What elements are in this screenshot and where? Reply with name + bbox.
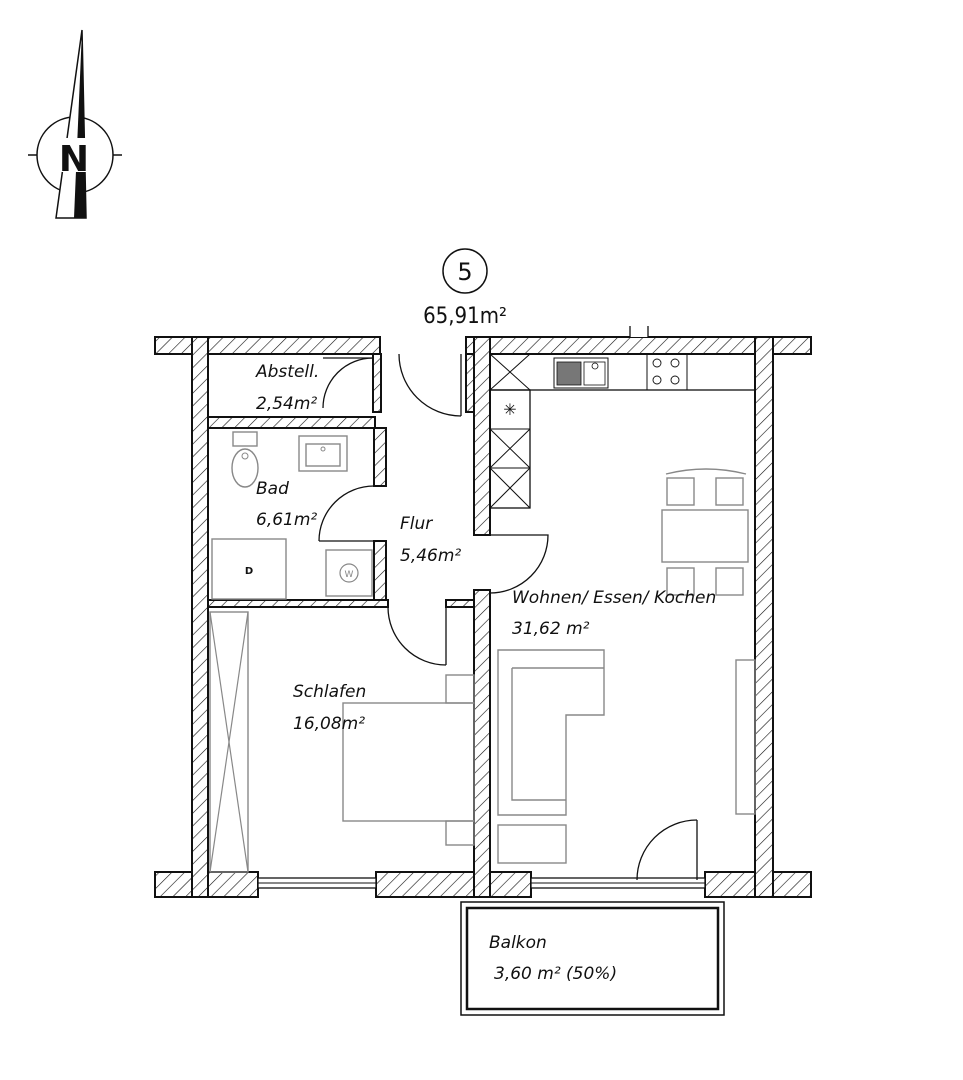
sofa-icon <box>497 649 605 864</box>
windows <box>257 326 706 889</box>
dining-table-icon <box>661 468 749 596</box>
room-name-wohnen: Wohnen/ Essen/ Kochen <box>512 588 716 608</box>
room-name-balkon: Balkon <box>489 933 547 953</box>
dryer-label: D <box>245 566 253 577</box>
room-name-flur: Flur <box>400 514 433 534</box>
north-letter: N <box>59 139 89 180</box>
washing-machine-icon: W <box>325 549 373 597</box>
doors <box>318 353 698 881</box>
room-labels: Abstell. 2,54m² Bad 6,61m² Flur 5,46m² W… <box>255 362 716 984</box>
room-area-bad: 6,61m² <box>256 510 317 530</box>
room-name-bad: Bad <box>256 479 289 499</box>
room-area-balkon: 3,60 m² (50%) <box>494 964 617 984</box>
shower-icon: D <box>211 538 287 600</box>
room-area-abstell: 2,54m² <box>256 394 317 414</box>
kitchen-sink-icon <box>553 357 609 389</box>
apartment-number: 5 <box>457 258 472 286</box>
bed-icon <box>342 674 475 846</box>
room-area-schlafen: 16,08m² <box>293 714 365 734</box>
sideboard-icon <box>735 659 756 815</box>
north-arrow-icon: N <box>28 29 122 219</box>
apartment-total-area: 65,91m² <box>423 304 507 329</box>
stove-icon <box>646 353 688 391</box>
washbasin-icon <box>298 435 348 472</box>
washer-label: W <box>345 570 354 580</box>
walls <box>154 336 812 898</box>
room-name-schlafen: Schlafen <box>293 682 366 702</box>
room-name-abstell: Abstell. <box>255 362 319 382</box>
toilet-icon <box>231 431 259 488</box>
room-area-wohnen: 31,62 m² <box>512 619 590 639</box>
fridge-icon: ✳ <box>503 400 516 419</box>
balcony <box>460 901 725 1016</box>
room-area-flur: 5,46m² <box>400 546 461 566</box>
kitchen: ✳ <box>489 353 756 509</box>
wardrobe-icon <box>209 611 249 873</box>
apartment-header: 5 65,91m² <box>423 248 507 329</box>
